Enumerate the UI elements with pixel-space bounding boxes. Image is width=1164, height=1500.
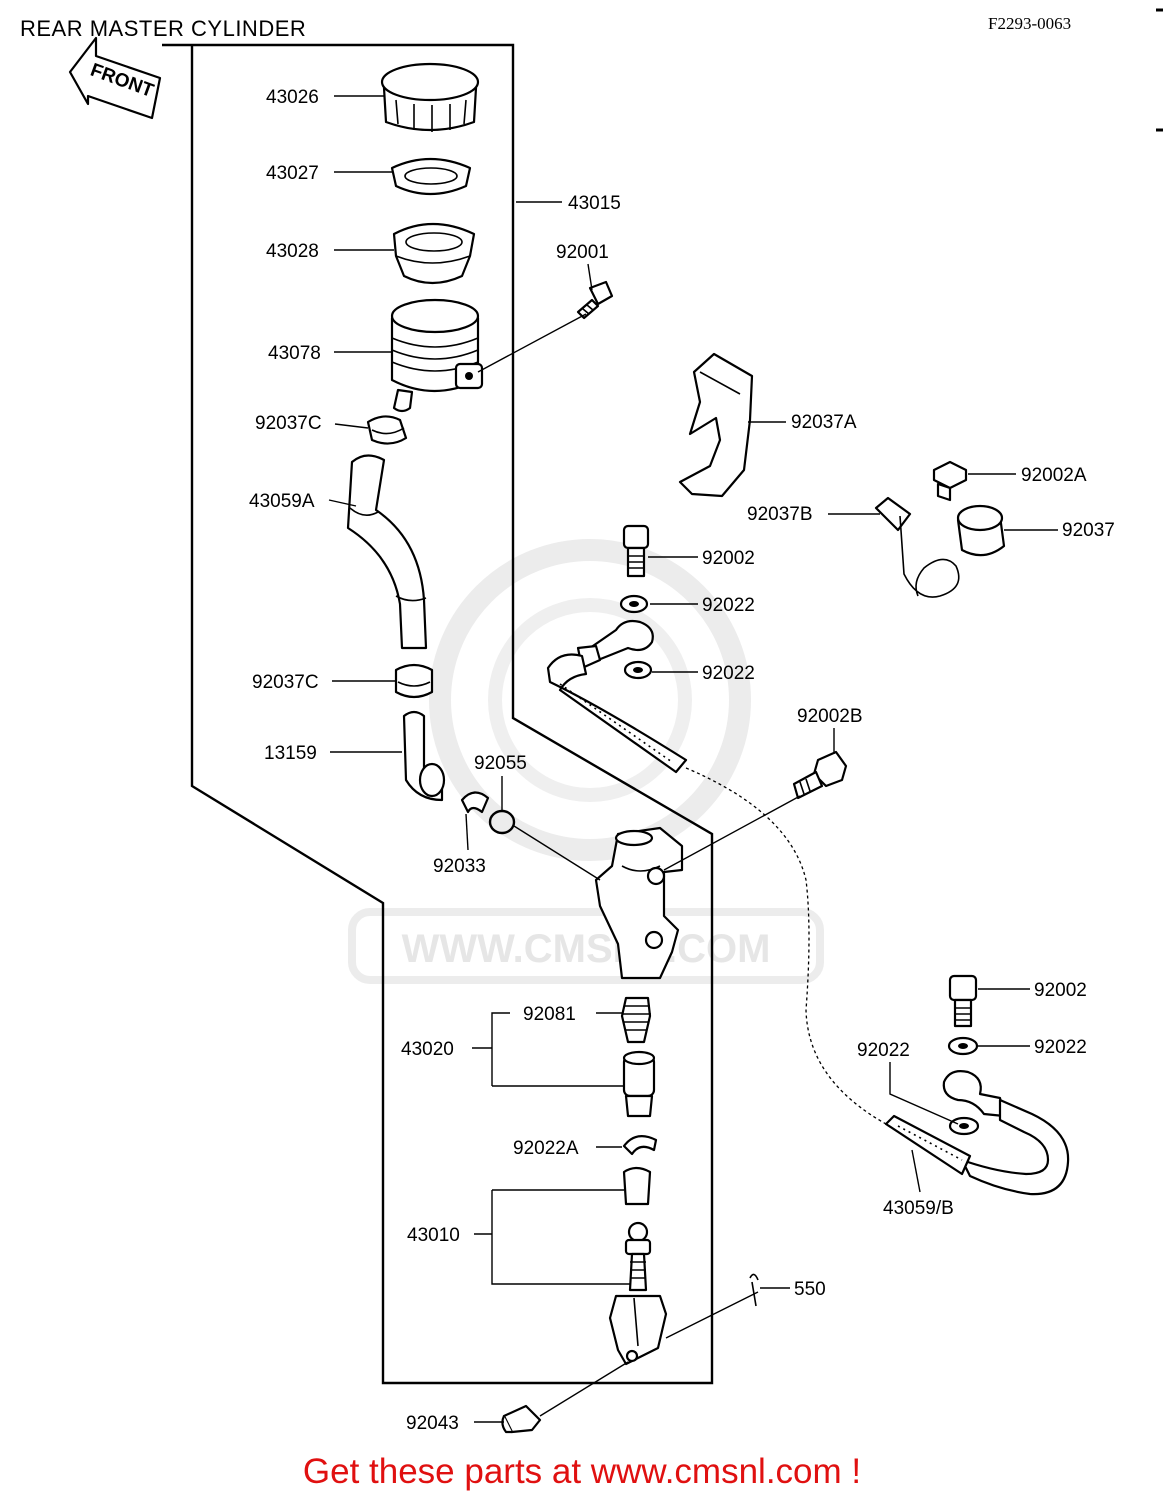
label-43027: 43027 (266, 163, 319, 184)
label-43028: 43028 (266, 241, 319, 262)
washer-lower-1 (947, 1036, 979, 1056)
label-92002-upper: 92002 (702, 548, 755, 569)
part-labels: 43026 43027 43015 43028 92001 43078 9203… (249, 87, 1115, 1434)
label-92037c-upper: 92037C (255, 413, 322, 434)
label-13159: 13159 (264, 743, 317, 764)
front-arrow: FRONT (68, 36, 162, 120)
diaphragm-plate (390, 157, 472, 196)
label-92037: 92037 (1062, 520, 1115, 541)
hose-routing-line (685, 767, 887, 1125)
reservoir-cap (380, 62, 480, 132)
bolt-92001 (576, 280, 614, 320)
hose-clamp-lower (394, 663, 434, 699)
label-43078: 43078 (268, 343, 321, 364)
label-92055: 92055 (474, 753, 527, 774)
reservoir-bracket (678, 352, 754, 498)
watermark-text: WWW.CMSNL.COM (402, 927, 771, 971)
piston-43010 (608, 1166, 668, 1366)
label-92037c-lower: 92037C (252, 672, 319, 693)
bolt-92002b (792, 750, 848, 800)
leader-lines (328, 95, 1058, 1423)
label-550: 550 (794, 1279, 826, 1300)
label-43059a: 43059A (249, 491, 315, 512)
label-92022-upper-1: 92022 (702, 595, 755, 616)
page-title: REAR MASTER CYLINDER (20, 16, 307, 41)
label-43059b: 43059/B (883, 1198, 954, 1219)
label-43026: 43026 (266, 87, 319, 108)
circlip (460, 791, 490, 814)
diagram-code: F2293-0063 (988, 14, 1072, 33)
assembly-frame (162, 43, 714, 1385)
washer-lower-2 (948, 1116, 980, 1136)
cotter-pin (749, 1273, 759, 1307)
label-92022-upper-2: 92022 (702, 663, 755, 684)
label-92081: 92081 (523, 1004, 576, 1025)
footer-link-text[interactable]: Get these parts at www.cmsnl.com ! (302, 1452, 862, 1491)
grommet (956, 504, 1006, 557)
label-92002b: 92002B (797, 706, 863, 727)
master-cylinder-body (594, 826, 684, 980)
label-92002-lower: 92002 (1034, 980, 1087, 1001)
label-92022-lower-2: 92022 (857, 1040, 910, 1061)
label-43020: 43020 (401, 1039, 454, 1060)
elbow-fitting (402, 710, 446, 802)
label-92001: 92001 (556, 242, 609, 263)
diaphragm (392, 222, 476, 285)
banjo-bolt-upper (622, 524, 650, 578)
washer-upper-2 (623, 660, 653, 680)
spring-clip (622, 1135, 658, 1156)
o-ring (488, 809, 516, 835)
watermark: WWW.CMSNL.COM (348, 539, 824, 984)
label-92002a: 92002A (1021, 465, 1087, 486)
reservoir (390, 298, 484, 413)
upper-brake-hose (546, 619, 688, 774)
piston-43020 (622, 1050, 656, 1118)
banjo-bolt-lower (948, 974, 978, 1028)
label-92037a: 92037A (791, 412, 857, 433)
hose-clamp-upper (366, 415, 408, 445)
hose-guide (874, 496, 960, 598)
washer-upper-1 (619, 594, 649, 614)
label-92037b: 92037B (747, 504, 813, 525)
bolt-92002a (932, 460, 968, 502)
spring-92081 (620, 996, 652, 1044)
lower-brake-hose (884, 1070, 1070, 1196)
label-92043: 92043 (406, 1413, 459, 1434)
label-92022-lower-1: 92022 (1034, 1037, 1087, 1058)
label-92033: 92033 (433, 856, 486, 877)
label-43010: 43010 (407, 1225, 460, 1246)
reservoir-hose (346, 454, 428, 650)
label-43015: 43015 (568, 193, 621, 214)
pin-92043 (501, 1404, 542, 1434)
label-92022a: 92022A (513, 1138, 579, 1159)
